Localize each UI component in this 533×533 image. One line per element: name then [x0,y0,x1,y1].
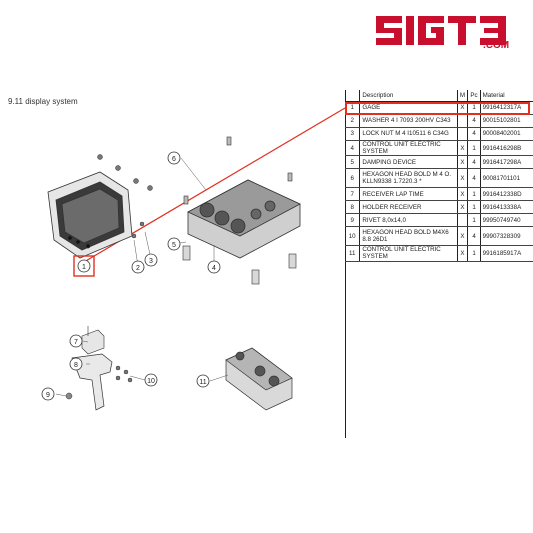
cell-description: RECEIVER LAP TIME [359,187,458,202]
callout-6: 6 [172,156,176,163]
cell-description: RIVET 8,0x14,0 [359,213,458,228]
gage-part [47,171,133,259]
cell-no: 10 [345,226,361,247]
callout-11: 11 [199,379,206,386]
bolts-part10 [115,365,133,383]
sigt3-logo [376,16,506,45]
callout-1-highlight [73,255,95,277]
control-unit-part11 [225,347,293,411]
cell-description: HEXAGON HEAD BOLD M 4 O. KLLN9338 1.7220… [359,168,458,189]
callout-8: 8 [74,362,78,369]
cell-description: CONTROL UNIT ELECTRIC SYSTEM [359,140,458,157]
cell-material: 90015102801 [480,114,533,128]
cell-pc: 1 [467,213,481,228]
cell-no: 3 [345,127,361,141]
cell-material: 99950749740 [480,213,533,228]
cell-description: DAMPING DEVICE [359,155,458,170]
table-header-row: Description M Pc Material [345,90,533,102]
cell-m: X [457,168,469,189]
callout-10: 10 [147,378,155,385]
header-pc: Pc [467,90,481,102]
cell-material: 99907328309 [480,226,533,247]
cell-m: X [457,226,469,247]
cell-m: X [457,187,469,202]
cell-m: X [457,200,469,215]
cell-material: 9916413338A [480,200,533,215]
callout-7: 7 [74,339,78,346]
callout-4: 4 [212,265,216,272]
cell-pc: 4 [467,226,481,247]
header-material: Material [480,90,533,102]
cell-material: 9916185917A [480,245,533,262]
cell-no: 2 [345,114,361,128]
cell-pc: 4 [467,127,481,141]
cell-description: CONTROL UNIT ELECTRIC SYSTEM [359,245,458,262]
damping-devices-part5 [182,245,297,285]
receiver-part [81,326,105,355]
header-description: Description [359,90,458,102]
header-no [345,90,361,102]
cell-no: 6 [345,168,361,189]
callout-1: 1 [82,264,86,271]
cell-pc: 1 [467,200,481,215]
control-unit-part [187,179,301,259]
cell-pc: 4 [467,168,481,189]
cell-m: X [457,155,469,170]
cell-no: 9 [345,213,361,228]
cell-description: HOLDER RECEIVER [359,200,458,215]
cell-material: 9916417298A [480,155,533,170]
cell-material: 9916416298B [480,140,533,157]
cell-pc: 4 [467,114,481,128]
section-title: 9.11 display system [8,97,78,106]
callout-3: 3 [149,258,153,265]
cell-description: HEXAGON HEAD BOLD M4X6 8.8 26D1 [359,226,458,247]
cell-no: 5 [345,155,361,170]
cell-material: 90081701101 [480,168,533,189]
cell-material: 9916412338D [480,187,533,202]
cell-description: WASHER 4 I 7093 200HV C343 [359,114,458,128]
cell-pc: 1 [467,245,481,262]
callout-2: 2 [136,265,140,272]
bolts-part6 [183,136,293,205]
holder-part [71,353,113,411]
cell-m: X [457,245,469,262]
cell-pc: 4 [467,155,481,170]
header-m: M [457,90,469,102]
callout-9: 9 [46,392,50,399]
cell-m [457,127,469,141]
cell-no: 8 [345,200,361,215]
cell-m: X [457,140,469,157]
selected-row-highlight [345,102,530,115]
callout-circles [41,151,221,401]
cell-material: 90008402001 [480,127,533,141]
cell-no: 4 [345,140,361,157]
rivet-part9 [65,392,73,400]
cell-m [457,114,469,128]
cell-m [457,213,469,228]
cell-description: LOCK NUT M 4 I10511 6 C34G [359,127,458,141]
cell-no: 11 [345,245,361,262]
cell-no: 7 [345,187,361,202]
cell-pc: 1 [467,140,481,157]
washers-nuts [97,154,153,239]
callout-5: 5 [172,242,176,249]
cell-pc: 1 [467,187,481,202]
callout-labels: 1 2 3 4 5 6 7 8 9 10 11 [46,156,216,399]
table-left-rule [345,90,346,438]
logo-domain: .COM [483,40,510,51]
